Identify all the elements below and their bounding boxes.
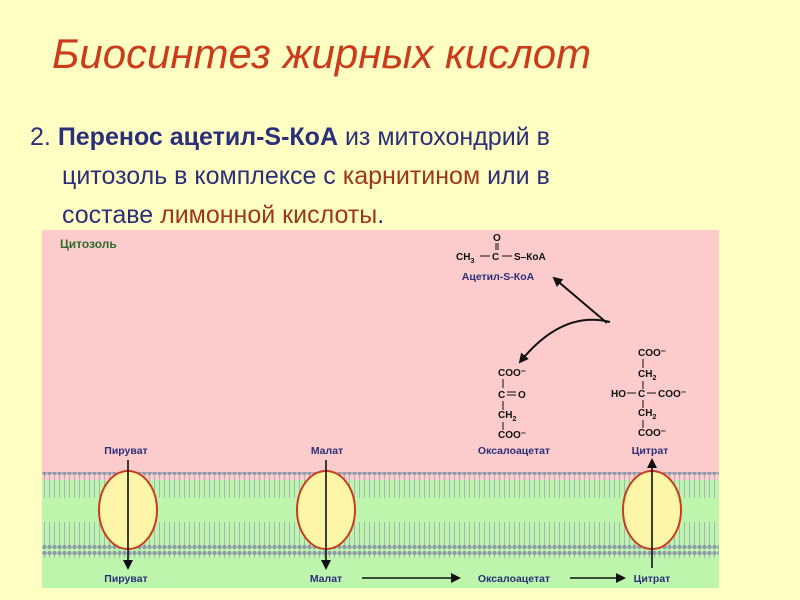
pyruvate-matrix-label: Пируват — [104, 573, 147, 585]
formula-c: C — [492, 252, 499, 263]
citrate-structure: COO⁻ CH2 HO C COO⁻ CH2 COO⁻ — [611, 348, 686, 439]
text-fragment: . — [377, 201, 385, 229]
acetyl-coa-structure: CH3 C O S–КоА Ацетил-S-КоА — [456, 233, 546, 283]
text-fragment: из митохондрий в — [338, 123, 550, 151]
citric-acid-term: лимонной кислоты — [160, 201, 378, 229]
bold-phrase: Перенос ацетил-S-КоА — [57, 123, 339, 151]
acetyl-coa-label: Ацетил-S-КоА — [462, 271, 535, 283]
text-fragment: составе — [62, 201, 161, 229]
citrate-to-oxaloacetate-arrow — [518, 318, 611, 364]
formula-coo: COO⁻ — [658, 389, 686, 400]
formula-o: O — [518, 390, 526, 401]
formula-o: O — [493, 233, 501, 244]
formula-ch3: CH3 — [456, 252, 474, 265]
text-line-2: цитозоль в комплексе с карнитином или в — [30, 157, 730, 196]
formula-coo: COO⁻ — [638, 348, 666, 359]
text-fragment: или в — [480, 162, 550, 190]
citrate-label: Цитрат — [632, 445, 669, 457]
slide-title: Биосинтез жирных кислот — [52, 30, 592, 77]
pyruvate-label: Пируват — [104, 445, 147, 457]
formula-coo: COO⁻ — [498, 368, 526, 379]
formula-c: C — [638, 389, 645, 400]
compartment-label: Цитозоль — [60, 237, 117, 251]
diagram-canvas: Цитозоль Пируват Малат Оксалоацетат Цитр… — [42, 230, 719, 588]
formula-ch2: CH2 — [498, 410, 516, 423]
oxaloacetate-matrix-label: Оксалоацетат — [478, 573, 550, 585]
to-acetyl-coa-arrow — [552, 276, 608, 324]
text-fragment: цитозоль в комплексе с — [62, 162, 343, 190]
formula-ho: HO — [611, 389, 626, 400]
carnitine-term: карнитином — [342, 162, 481, 190]
transport-diagram: Цитозоль Пируват Малат Оксалоацетат Цитр… — [42, 230, 719, 588]
body-text: 2. Перенос ацетил-S-КоА из митохондрий в… — [30, 118, 730, 235]
malate-matrix-label: Малат — [310, 573, 342, 585]
point-number: 2. — [30, 123, 51, 151]
formula-coo: COO⁻ — [498, 430, 526, 441]
oxaloacetate-structure: COO⁻ C O CH2 COO⁻ — [498, 368, 526, 441]
formula-ch2: CH2 — [638, 408, 656, 421]
text-line-1: 2. Перенос ацетил-S-КоА из митохондрий в — [30, 118, 730, 157]
formula-coo: COO⁻ — [638, 428, 666, 439]
text-line-3: составе лимонной кислоты. — [30, 196, 730, 235]
oxaloacetate-label: Оксалоацетат — [478, 445, 550, 457]
citrate-matrix-label: Цитрат — [634, 573, 671, 585]
formula-s-koa: S–КоА — [514, 252, 546, 263]
cytosol-region — [42, 230, 719, 480]
malate-label: Малат — [311, 445, 343, 457]
formula-c: C — [498, 390, 505, 401]
formula-ch2: CH2 — [638, 369, 656, 382]
